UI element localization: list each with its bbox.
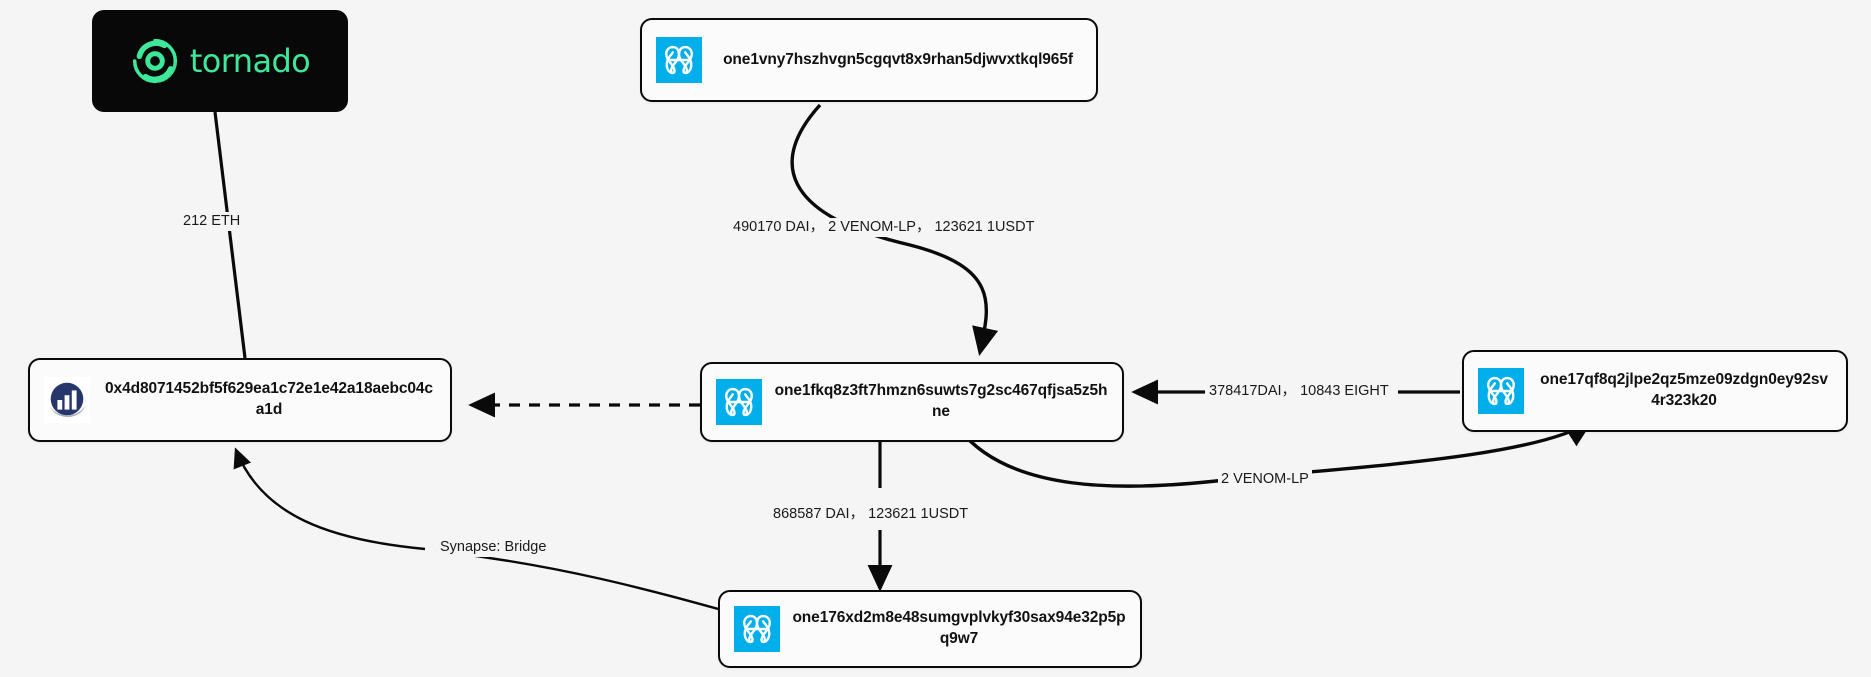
node-multichain-label: 0x4d8071452bf5f629ea1c72e1e42a18aebc04ca… <box>105 380 433 418</box>
edge-one176x-multichain-head <box>233 447 426 551</box>
edge-label-one17qf-one1fkq: 378417DAI， 10843 EIGHT <box>1206 382 1392 402</box>
edge-one176x-multichain <box>436 549 741 617</box>
harmony-one-icon <box>1478 368 1524 414</box>
harmony-one-icon <box>734 606 780 652</box>
node-one17qf[interactable]: one17qf8q2jlpe2qz5mze09zdgn0ey92sv4r323k… <box>1462 350 1848 432</box>
multichain-logo-icon <box>44 377 90 423</box>
node-one1vny-label: one1vny7hszhvgn5cgqvt8x9rhan5djwvxtkql96… <box>723 50 1073 68</box>
edge-label-one176x-multichain: Synapse: Bridge <box>437 538 550 558</box>
edge-label-one1fkq-one17qf: 2 VENOM-LP <box>1218 470 1312 490</box>
edge-label-tornado-multichain: 212 ETH <box>180 212 244 232</box>
harmony-one-icon <box>716 379 762 425</box>
node-one17qf-label: one17qf8q2jlpe2qz5mze09zdgn0ey92sv4r323k… <box>1540 371 1828 409</box>
node-one1vny[interactable]: one1vny7hszhvgn5cgqvt8x9rhan5djwvxtkql96… <box>640 18 1098 102</box>
tornado-wordmark: tornado <box>189 42 311 80</box>
harmony-one-icon <box>656 37 702 83</box>
edge-label-one1vny-one1fkq: 490170 DAI， 2 VENOM-LP， 123621 1USDT <box>730 218 1038 238</box>
node-multichain[interactable]: 0x4d8071452bf5f629ea1c72e1e42a18aebc04ca… <box>28 358 452 442</box>
tornado-cash-logo-icon <box>132 38 177 84</box>
node-one176x[interactable]: one176xd2m8e48sumgvplvkyf30sax94e32p5pq9… <box>718 590 1142 668</box>
node-one176x-label: one176xd2m8e48sumgvplvkyf30sax94e32p5pq9… <box>792 609 1126 647</box>
edge-tornado-multichain <box>213 111 247 359</box>
node-tornado[interactable]: tornado <box>92 10 348 112</box>
edge-label-one1fkq-one176x: 868587 DAI， 123621 1USDT <box>770 505 972 525</box>
node-one1fkq-label: one1fkq8z3ft7hmzn6suwts7g2sc467qfjsa5z5h… <box>774 382 1108 420</box>
node-one1fkq[interactable]: one1fkq8z3ft7hmzn6suwts7g2sc467qfjsa5z5h… <box>700 362 1124 442</box>
